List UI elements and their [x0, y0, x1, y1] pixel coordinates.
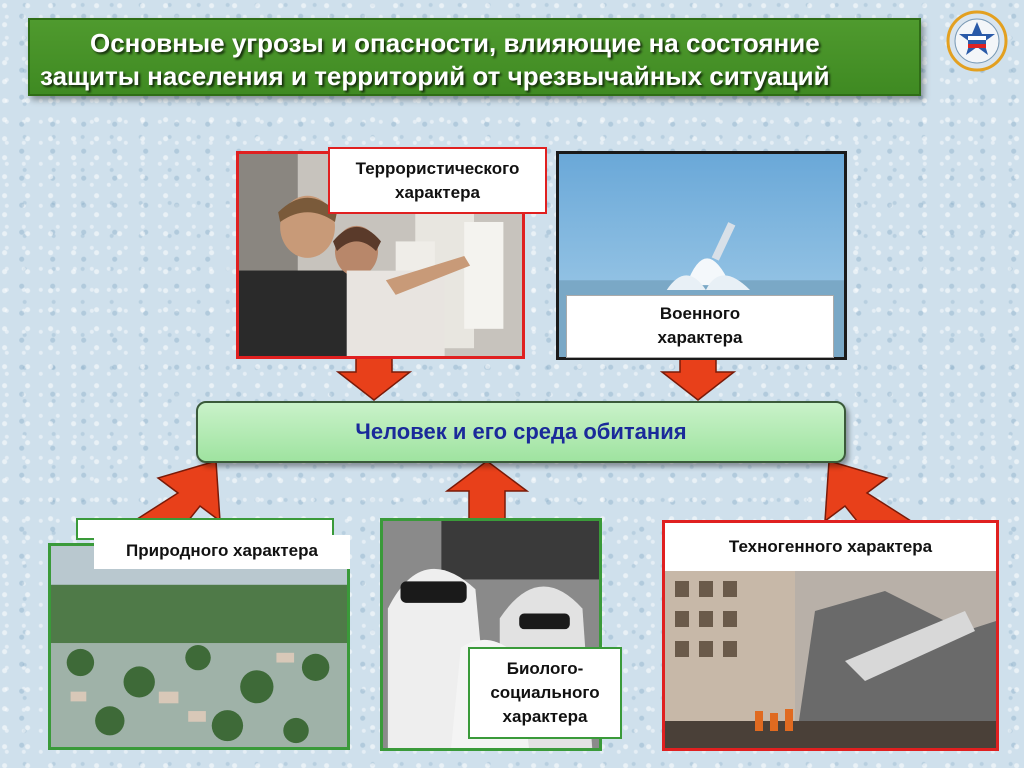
title-line-2: защиты населения и территорий от чрезвыч…: [40, 61, 830, 91]
military-label-line-1: Военного: [659, 304, 741, 323]
arrow-terror-down: [335, 357, 413, 401]
military-label-line-2: характера: [657, 328, 743, 347]
bio-label-line-1: Биолого-: [506, 659, 584, 678]
natural-photo: [51, 546, 347, 747]
military-label: Военного характера: [566, 295, 834, 358]
terror-photo-frame: [236, 151, 525, 359]
natural-photo-frame: [48, 543, 350, 750]
bio-label-line-3: характера: [502, 707, 588, 726]
techno-label: Техногенного характера: [668, 533, 993, 563]
center-label: Человек и его среда обитания: [355, 419, 687, 444]
terror-label: Террористического характера: [328, 147, 547, 214]
title-banner: Основные угрозы и опасности, влияющие на…: [28, 18, 921, 96]
natural-label-text: Природного характера: [126, 541, 318, 560]
title-line-1: Основные угрозы и опасности, влияющие на…: [90, 28, 820, 58]
bio-label-line-2: социального: [490, 683, 600, 702]
techno-photo: [665, 571, 996, 748]
terror-label-line-2: характера: [395, 183, 480, 202]
techno-label-text: Техногенного характера: [728, 537, 933, 556]
arrow-military-down: [659, 357, 737, 401]
terror-label-line-1: Террористического: [355, 159, 520, 178]
emblem-icon: [946, 10, 1008, 72]
natural-label: Природного характера: [94, 535, 350, 569]
terror-photo: [239, 154, 522, 356]
center-bar: Человек и его среда обитания: [196, 401, 846, 463]
arrow-bio-up: [444, 460, 530, 526]
bio-label: Биолого- социального характера: [468, 647, 622, 739]
